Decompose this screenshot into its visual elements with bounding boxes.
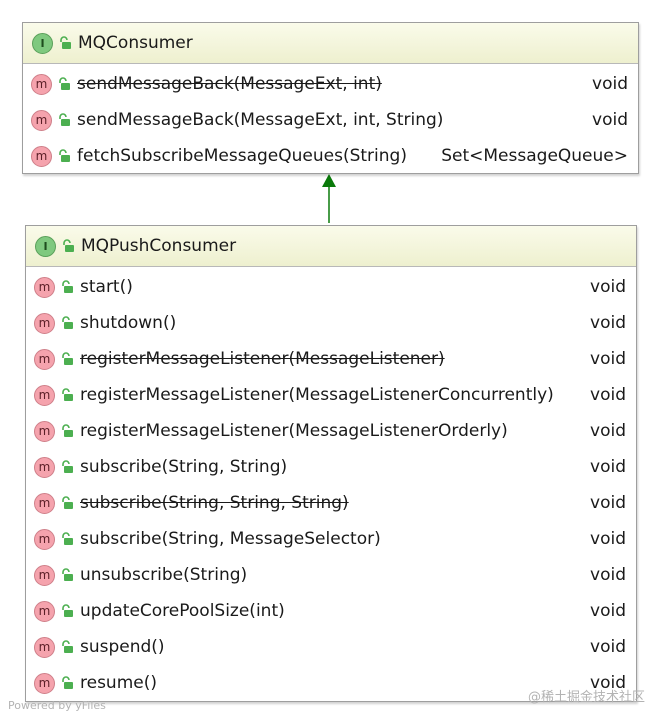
return-type: void (590, 529, 626, 549)
method-row[interactable]: m start() void (26, 269, 636, 305)
method-row[interactable]: m registerMessageListener(MessageListener… (26, 341, 636, 377)
return-type: void (590, 457, 626, 477)
method-badge-icon: m (34, 636, 55, 658)
powered-by-label: Powered by yFiles (8, 699, 106, 712)
method-row[interactable]: m sendMessageBack(MessageExt, int) void (23, 66, 638, 102)
return-type: void (590, 421, 626, 441)
method-badge-icon: m (34, 312, 55, 334)
public-lock-icon (62, 568, 73, 581)
method-signature: sendMessageBack(MessageExt, int) (77, 74, 382, 94)
method-badge-icon: m (34, 384, 55, 406)
public-lock-icon (59, 77, 70, 90)
return-type: void (592, 74, 628, 94)
method-signature: subscribe(String, String, String) (80, 493, 349, 513)
mq-consumer-header: I MQConsumer (23, 23, 638, 64)
return-type: void (590, 277, 626, 297)
method-row[interactable]: m subscribe(String, String, String) void (26, 485, 636, 521)
return-type: void (590, 313, 626, 333)
method-signature: registerMessageListener(MessageListenerC… (80, 385, 554, 405)
method-row[interactable]: m updateCorePoolSize(int) void (26, 593, 636, 629)
public-lock-icon (62, 496, 73, 509)
method-row[interactable]: m unsubscribe(String) void (26, 557, 636, 593)
return-type: void (592, 110, 628, 130)
method-signature: registerMessageListener(MessageListener) (80, 349, 445, 369)
method-signature: fetchSubscribeMessageQueues(String) (77, 146, 407, 166)
method-badge-icon: m (34, 420, 55, 442)
method-badge-icon: m (34, 564, 55, 586)
method-list: m sendMessageBack(MessageExt, int) void m se… (23, 64, 638, 174)
public-lock-icon (62, 352, 73, 365)
mq-push-consumer-header: I MQPushConsumer (26, 226, 636, 267)
return-type: void (590, 673, 626, 693)
public-lock-icon (59, 113, 70, 126)
return-type: Set<MessageQueue> (441, 146, 628, 166)
public-lock-icon (62, 604, 73, 617)
method-list: m start() void m shutdown() void m registerMess… (26, 267, 636, 701)
return-type: void (590, 565, 626, 585)
method-badge-icon: m (34, 348, 55, 370)
method-badge-icon: m (31, 109, 52, 131)
method-row[interactable]: m registerMessageListener(MessageListener… (26, 377, 636, 413)
inheritance-arrow-icon (322, 174, 336, 187)
method-signature: sendMessageBack(MessageExt, int, String) (77, 110, 444, 130)
return-type: void (590, 493, 626, 513)
method-signature: suspend() (80, 637, 165, 657)
public-lock-icon (62, 676, 73, 689)
method-badge-icon: m (34, 600, 55, 622)
method-badge-icon: m (34, 672, 55, 694)
interface-badge-icon: I (35, 235, 56, 257)
method-badge-icon: m (34, 528, 55, 550)
method-row[interactable]: m subscribe(String, String) void (26, 449, 636, 485)
mq-consumer-class[interactable]: I MQConsumer m sendMessageBack(MessageExt… (22, 22, 639, 174)
return-type: void (590, 601, 626, 621)
watermark-label: @稀土掘金技术社区 (527, 690, 645, 705)
method-signature: unsubscribe(String) (80, 565, 248, 585)
public-lock-icon (62, 640, 73, 653)
public-lock-icon (62, 388, 73, 401)
method-badge-icon: m (31, 73, 52, 95)
class-title: MQConsumer (78, 33, 193, 53)
public-lock-icon (60, 36, 71, 49)
return-type: void (590, 385, 626, 405)
public-lock-icon (62, 316, 73, 329)
method-row[interactable]: m subscribe(String, MessageSelector) void (26, 521, 636, 557)
method-badge-icon: m (31, 145, 52, 167)
public-lock-icon (62, 532, 73, 545)
method-row[interactable]: m registerMessageListener(MessageListener… (26, 413, 636, 449)
method-badge-icon: m (34, 276, 55, 298)
method-row[interactable]: m sendMessageBack(MessageExt, int, String… (23, 102, 638, 138)
method-row[interactable]: m shutdown() void (26, 305, 636, 341)
public-lock-icon (63, 239, 74, 252)
method-signature: subscribe(String, String) (80, 457, 288, 477)
method-signature: start() (80, 277, 133, 297)
method-row[interactable]: m suspend() void (26, 629, 636, 665)
public-lock-icon (59, 149, 70, 162)
public-lock-icon (62, 460, 73, 473)
method-signature: registerMessageListener(MessageListenerO… (80, 421, 508, 441)
method-signature: subscribe(String, MessageSelector) (80, 529, 381, 549)
public-lock-icon (62, 280, 73, 293)
method-signature: shutdown() (80, 313, 177, 333)
class-title: MQPushConsumer (81, 236, 237, 256)
mq-push-consumer-class[interactable]: I MQPushConsumer m start() void m shutdown()… (25, 225, 637, 702)
return-type: void (590, 637, 626, 657)
method-row[interactable]: m fetchSubscribeMessageQueues(String) Set<… (23, 138, 638, 174)
method-signature: updateCorePoolSize(int) (80, 601, 285, 621)
interface-badge-icon: I (32, 32, 53, 54)
return-type: void (590, 349, 626, 369)
method-row[interactable]: m resume() void (26, 665, 636, 701)
method-badge-icon: m (34, 492, 55, 514)
method-signature: resume() (80, 673, 157, 693)
method-badge-icon: m (34, 456, 55, 478)
public-lock-icon (62, 424, 73, 437)
